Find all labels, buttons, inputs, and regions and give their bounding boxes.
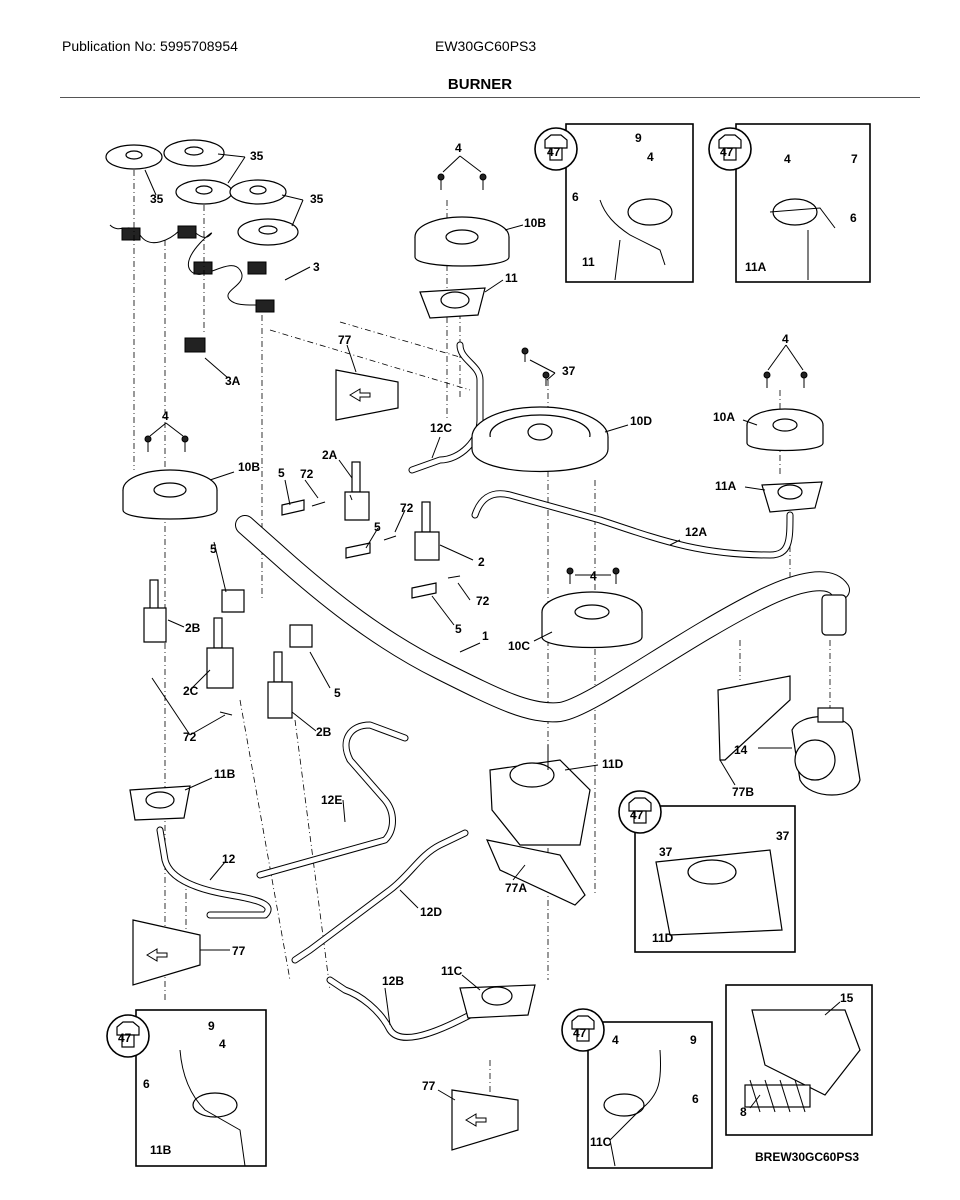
callout-72: 72: [476, 594, 490, 608]
callout-1: 1: [482, 629, 489, 643]
callout-47: 47: [630, 808, 644, 822]
callout-9: 9: [690, 1033, 697, 1047]
callout-12b: 12B: [382, 974, 404, 988]
callout-4: 4: [590, 569, 597, 583]
callout-35: 35: [150, 192, 164, 206]
callout-3: 3: [313, 260, 320, 274]
callout-77b: 77B: [732, 785, 754, 799]
callout-10c: 10C: [508, 639, 530, 653]
igniter-harness-icon: [109, 224, 275, 353]
callout-11b: 11B: [150, 1143, 172, 1157]
callout-47: 47: [573, 1026, 587, 1040]
manifold-tube-icon: [235, 515, 850, 723]
callout-7: 7: [851, 152, 858, 166]
callout-12d: 12D: [420, 905, 442, 919]
callout-12e: 12E: [321, 793, 342, 807]
callout-10b: 10B: [524, 216, 546, 230]
callout-37: 37: [562, 364, 576, 378]
callout-14: 14: [734, 743, 748, 757]
callout-3a: 3A: [225, 374, 241, 388]
callout-12: 12: [222, 852, 236, 866]
callout-37: 37: [659, 845, 673, 859]
callout-12c: 12C: [430, 421, 452, 435]
model-number: EW30GC60PS3: [435, 38, 537, 54]
callout-12a: 12A: [685, 525, 707, 539]
title-divider: [60, 97, 920, 98]
callout-8: 8: [740, 1105, 747, 1119]
callout-4: 4: [162, 409, 169, 423]
callout-47: 47: [720, 145, 734, 159]
callout-2a: 2A: [322, 448, 338, 462]
pressure-regulator-icon: [791, 707, 861, 796]
bracket-icon: [132, 369, 791, 1151]
callout-6: 6: [692, 1092, 699, 1106]
callout-11a: 11A: [715, 479, 737, 493]
callout-9: 9: [635, 131, 642, 145]
callout-11c: 11C: [441, 964, 463, 978]
callout-9: 9: [208, 1019, 215, 1033]
page-title: BURNER: [447, 76, 513, 93]
burner-base-icon: [122, 216, 824, 649]
callout-5: 5: [374, 520, 381, 534]
callout-11a: 11A: [745, 260, 767, 274]
callout-37: 37: [776, 829, 790, 843]
callout-72: 72: [300, 467, 314, 481]
callout-15: 15: [840, 991, 854, 1005]
callout-35: 35: [310, 192, 324, 206]
callout-77a: 77A: [505, 881, 527, 895]
callout-11c: 11C: [590, 1135, 612, 1149]
callout-10a: 10A: [713, 410, 735, 424]
callout-2b: 2B: [185, 621, 201, 635]
gas-valve-icon: [143, 461, 440, 719]
drawing-code: BREW30GC60PS3: [755, 1150, 860, 1164]
burner-holder-icon: [129, 287, 823, 1019]
callout-5: 5: [278, 466, 285, 480]
callout-11b: 11B: [214, 767, 236, 781]
callout-4: 4: [782, 332, 789, 346]
callout-11: 11: [582, 255, 595, 269]
callout-72: 72: [183, 730, 197, 744]
callout-72: 72: [400, 501, 414, 515]
callout-4: 4: [784, 152, 791, 166]
callout-5: 5: [455, 622, 462, 636]
burner-cap-icon: [105, 139, 299, 246]
callout-77: 77: [232, 944, 246, 958]
callout-10d: 10D: [630, 414, 652, 428]
callout-2b: 2B: [316, 725, 332, 739]
leader-lines: [144, 153, 841, 1109]
callout-4: 4: [455, 141, 462, 155]
callout-6: 6: [143, 1077, 150, 1091]
orifice-icon: [116, 134, 742, 1048]
callout-2: 2: [478, 555, 485, 569]
callout-4: 4: [219, 1037, 226, 1051]
callout-11: 11: [505, 271, 518, 285]
callout-10b: 10B: [238, 460, 260, 474]
publication-number: Publication No: 5995708954: [62, 38, 238, 54]
gas-tubes: [156, 341, 794, 1041]
callout-5: 5: [334, 686, 341, 700]
callout-11d: 11D: [652, 931, 674, 945]
callout-35: 35: [250, 149, 264, 163]
callout-4: 4: [612, 1033, 619, 1047]
inset-box-bottom-left: [135, 1009, 267, 1167]
callout-77: 77: [422, 1079, 436, 1093]
callout-2c: 2C: [183, 684, 199, 698]
inset-box-bottom-middle: [587, 1021, 713, 1169]
inset-assembly-icon: [179, 198, 861, 1167]
callout-77: 77: [338, 333, 352, 347]
callout-47: 47: [547, 145, 561, 159]
callout-6: 6: [850, 211, 857, 225]
callout-47: 47: [118, 1031, 132, 1045]
callout-5: 5: [210, 542, 217, 556]
callout-11d: 11D: [602, 757, 624, 771]
callout-6: 6: [572, 190, 579, 204]
callout-4: 4: [647, 150, 654, 164]
inset-box-top-left: [565, 123, 694, 283]
screw-icon: [144, 173, 808, 716]
